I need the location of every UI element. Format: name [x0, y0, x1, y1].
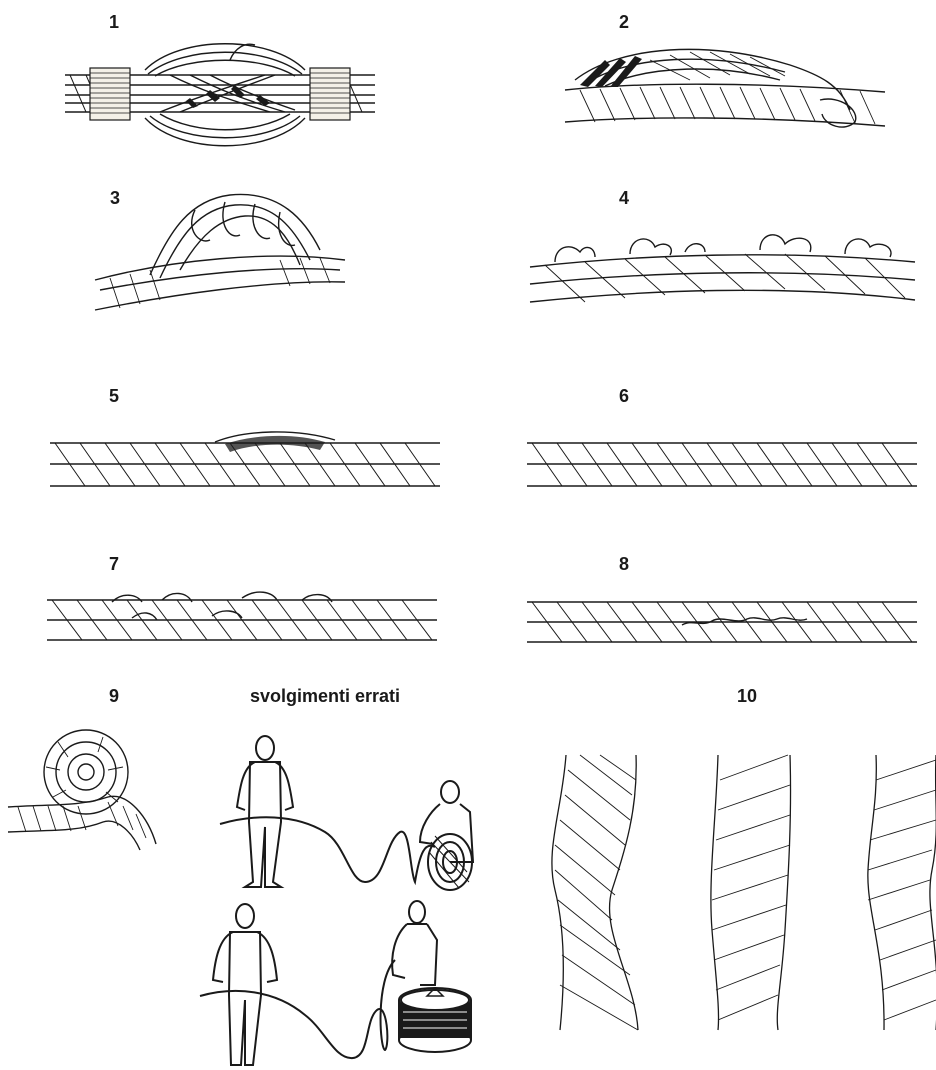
figure-number-4: 4: [619, 188, 629, 208]
figure-number-8: 8: [619, 554, 629, 574]
corroded-rope-icon: [522, 597, 922, 647]
rope-loop-kink-icon: [8, 722, 158, 852]
broken-wires-rope-icon: [525, 222, 920, 312]
figure-number-9: 9: [109, 686, 119, 706]
person-pulling-rope-from-reel-icon: [195, 900, 475, 1070]
section-title: svolgimenti errati: [250, 686, 400, 706]
figure-number-6: 6: [619, 386, 629, 406]
rope-kink-strand-loops-icon: [90, 190, 350, 320]
person-pulling-rope-from-coil-icon: [215, 732, 490, 897]
local-wear-rope-icon: [45, 428, 445, 490]
waviness-rope-segments-icon: [540, 750, 936, 1035]
figure-number-10: 10: [737, 686, 757, 706]
crushed-rope-icon: [42, 590, 442, 644]
figure-number-1: 1: [109, 12, 119, 32]
figure-number-7: 7: [109, 554, 119, 574]
figure-number-2: 2: [619, 12, 629, 32]
figure-number-5: 5: [109, 386, 119, 406]
birdcage-rope-with-seizings-icon: [60, 40, 380, 160]
protruding-core-rope-icon: [560, 40, 890, 140]
flattened-rope-icon: [522, 438, 922, 490]
